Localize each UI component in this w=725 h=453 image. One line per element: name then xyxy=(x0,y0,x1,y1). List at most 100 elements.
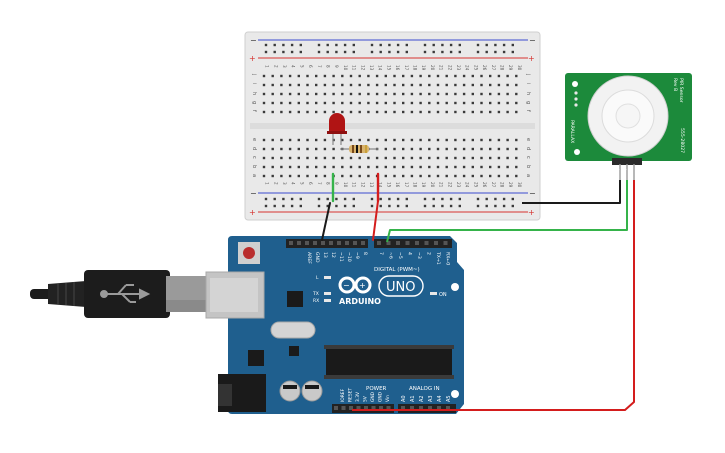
column-number: 18 xyxy=(413,65,418,71)
breadboard-hole xyxy=(515,74,518,78)
breadboard-hole xyxy=(262,165,266,169)
rail-hole xyxy=(441,43,444,47)
wire-black-gnd[interactable] xyxy=(321,202,331,241)
breadboard-hole xyxy=(288,92,292,96)
rail-hole xyxy=(476,204,480,208)
reset-button[interactable] xyxy=(243,247,255,259)
row-letter: j xyxy=(525,73,531,75)
rail-hole xyxy=(388,50,391,54)
rail-hole xyxy=(343,50,347,54)
breadboard-hole xyxy=(341,110,344,114)
arduino-mount-hole xyxy=(451,390,459,398)
power-pin-label: GND xyxy=(370,391,376,402)
pir-pin-header xyxy=(612,158,642,165)
rail-hole xyxy=(494,43,497,47)
breadboard-hole xyxy=(306,83,309,87)
breadboard-hole xyxy=(489,147,492,151)
breadboard-hole xyxy=(315,165,318,169)
rail-hole xyxy=(379,197,382,201)
column-number: 9 xyxy=(334,65,339,68)
wire-red-pin8[interactable] xyxy=(372,200,379,241)
usb-cable[interactable] xyxy=(30,270,206,318)
breadboard-hole xyxy=(471,110,474,114)
breadboard-hole xyxy=(428,156,431,160)
breadboard-hole xyxy=(445,83,448,87)
digital-pin-label: AREF xyxy=(306,252,312,264)
header-hole xyxy=(386,406,391,410)
row-letter: f xyxy=(251,110,257,112)
breadboard-hole xyxy=(462,138,466,142)
column-number: 20 xyxy=(430,182,435,188)
breadboard-hole xyxy=(436,74,440,78)
breadboard-hole xyxy=(323,101,327,105)
rail-hole xyxy=(423,197,427,201)
atmega-socket xyxy=(324,345,454,349)
resistor[interactable] xyxy=(340,145,378,153)
breadboard-hole xyxy=(358,174,361,178)
rail-hole xyxy=(494,50,497,54)
rail-hole xyxy=(299,50,302,54)
breadboard-hole xyxy=(480,74,483,78)
row-letter: g xyxy=(525,101,531,104)
breadboard-hole xyxy=(419,174,422,178)
breadboard-hole xyxy=(445,138,448,142)
rail-hole xyxy=(282,197,285,201)
rail-hole xyxy=(282,43,285,47)
breadboard-hole xyxy=(271,74,274,78)
breadboard-hole xyxy=(262,138,266,142)
column-number: 26 xyxy=(482,65,487,71)
breadboard-hole xyxy=(428,138,431,142)
column-number: 8 xyxy=(326,182,331,185)
breadboard-hole xyxy=(384,110,387,114)
capacitor xyxy=(301,380,323,402)
breadboard-hole xyxy=(349,92,353,96)
breadboard-hole xyxy=(332,165,335,169)
breadboard-hole xyxy=(384,92,387,96)
rail-hole xyxy=(317,204,321,208)
breadboard-hole xyxy=(341,74,344,78)
breadboard-hole xyxy=(288,138,292,142)
red-led[interactable] xyxy=(327,113,347,145)
breadboard-hole xyxy=(384,138,387,142)
breadboard-hole xyxy=(306,147,309,151)
wire-green-pir-out[interactable] xyxy=(386,180,628,243)
power-label: POWER xyxy=(366,386,387,392)
column-number: 28 xyxy=(500,65,505,71)
column-number: 2 xyxy=(273,65,278,68)
pir-sensor[interactable]: PIR Sensor Rev B 555-28027 PARALLAX − + … xyxy=(565,73,692,180)
row-letter: b xyxy=(251,165,257,168)
breadboard-hole xyxy=(471,147,474,151)
power-pin-label: RESET xyxy=(348,388,354,402)
breadboard-hole xyxy=(445,156,448,160)
breadboard-hole xyxy=(288,74,292,78)
breadboard-hole xyxy=(515,92,518,96)
breadboard-hole xyxy=(410,138,414,142)
breadboard-hole xyxy=(402,92,405,96)
breadboard-hole xyxy=(306,138,309,142)
rail-hole xyxy=(370,197,374,201)
breadboard-hole xyxy=(306,74,309,78)
bottom-header-holes xyxy=(334,406,450,410)
rail-hole xyxy=(405,197,408,201)
breadboard-hole xyxy=(297,147,300,151)
row-letter: e xyxy=(525,138,531,141)
column-number: 21 xyxy=(439,182,444,188)
breadboard-hole xyxy=(480,92,483,96)
column-number: 30 xyxy=(517,65,522,71)
column-number: 16 xyxy=(395,65,400,71)
breadboard-hole xyxy=(462,83,466,87)
breadboard-hole xyxy=(454,138,457,142)
rail-hole xyxy=(290,197,294,201)
wire-black-pir-gnd[interactable] xyxy=(522,180,621,204)
breadboard-hole xyxy=(506,74,509,78)
breadboard-hole xyxy=(497,101,501,105)
breadboard-hole xyxy=(358,165,361,169)
row-letter: b xyxy=(525,165,531,168)
wires[interactable] xyxy=(321,172,635,411)
column-number: 17 xyxy=(404,182,409,188)
breadboard-hole xyxy=(462,165,466,169)
wire-red-pir-vcc[interactable] xyxy=(352,180,635,411)
